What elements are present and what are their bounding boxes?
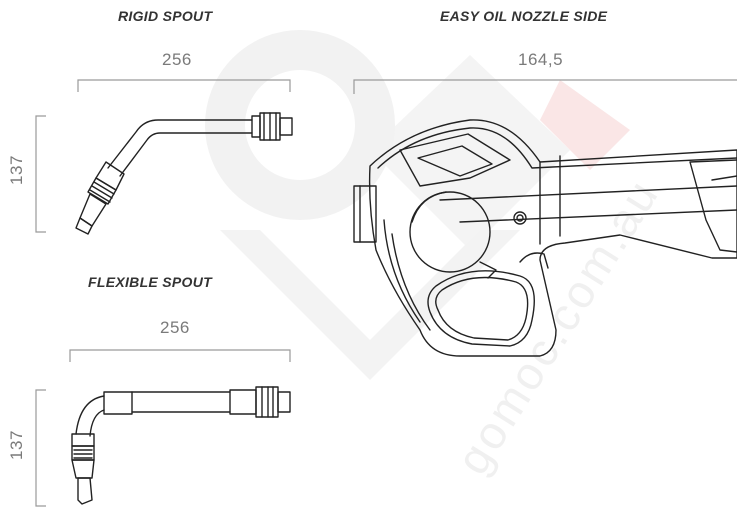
rigid-spout-drawing [75,112,293,235]
flexible-spout-title: FLEXIBLE SPOUT [88,274,212,290]
rigid-height-bracket [35,115,46,233]
flexible-spout-drawing [71,386,291,505]
flexible-width-label: 256 [160,318,190,337]
flexible-height-bracket [35,389,46,507]
flexible-width-bracket [69,349,291,362]
rigid-spout-title: RIGID SPOUT [118,8,213,24]
nozzle-side-drawing [353,119,737,357]
nozzle-width-label: 164,5 [518,50,564,69]
nozzle-side-title: EASY OIL NOZZLE SIDE [440,8,608,24]
nozzle-width-bracket [353,79,737,94]
rigid-width-label: 256 [162,50,192,69]
rigid-width-bracket [77,79,291,92]
